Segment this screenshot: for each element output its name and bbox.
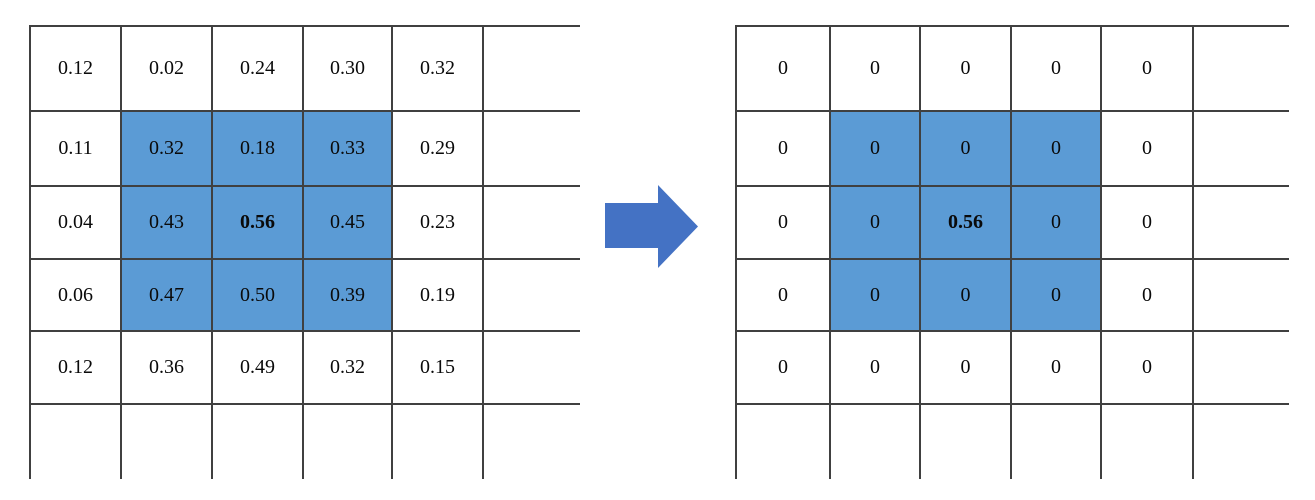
grid-cell: 0.39 xyxy=(304,260,393,332)
grid-cell: 0 xyxy=(1102,260,1194,332)
grid-cell: 0 xyxy=(1012,112,1102,187)
grid-cell xyxy=(484,260,580,332)
grid-cell: 0.36 xyxy=(122,332,213,405)
grid-cell: 0.47 xyxy=(122,260,213,332)
grid-cell: 0 xyxy=(1102,187,1194,260)
grid-cell: 0 xyxy=(1102,332,1194,405)
grid-cell: 0.19 xyxy=(393,260,484,332)
grid-cell: 0.32 xyxy=(393,27,484,112)
grid-cell xyxy=(484,27,580,112)
grid-cell xyxy=(304,405,393,479)
grid-cell: 0 xyxy=(737,112,831,187)
grid-cell: 0.32 xyxy=(304,332,393,405)
grid-cell xyxy=(1194,332,1289,405)
grid-cell: 0 xyxy=(921,260,1012,332)
grid-cell: 0.12 xyxy=(31,332,122,405)
grid-cell xyxy=(484,112,580,187)
grid-cell: 0 xyxy=(1102,112,1194,187)
grid-cell: 0.12 xyxy=(31,27,122,112)
grid-cell: 0 xyxy=(921,332,1012,405)
grid-cell: 0 xyxy=(1012,27,1102,112)
grid-cell xyxy=(1102,405,1194,479)
grid-cell: 0.04 xyxy=(31,187,122,260)
grid-cell xyxy=(393,405,484,479)
grid-cell: 0.06 xyxy=(31,260,122,332)
grid-cell: 0.56 xyxy=(213,187,304,260)
grid-cell xyxy=(122,405,213,479)
grid-cell xyxy=(213,405,304,479)
grid-cell: 0 xyxy=(921,27,1012,112)
grid-cell: 0.43 xyxy=(122,187,213,260)
grid-cell: 0.29 xyxy=(393,112,484,187)
grid-cell xyxy=(1012,405,1102,479)
grid-cell: 0.02 xyxy=(122,27,213,112)
grid-cell: 0.45 xyxy=(304,187,393,260)
grid-cell: 0 xyxy=(1012,187,1102,260)
grid-cell xyxy=(484,187,580,260)
grid-cell xyxy=(484,405,580,479)
grid-cell: 0 xyxy=(1012,260,1102,332)
grid-cell: 0.30 xyxy=(304,27,393,112)
grid-cell: 0 xyxy=(1102,27,1194,112)
grid-cell xyxy=(831,405,921,479)
grid-cell xyxy=(1194,260,1289,332)
grid-cell: 0 xyxy=(737,187,831,260)
grid-cell: 0 xyxy=(1012,332,1102,405)
grid-cell xyxy=(1194,405,1289,479)
grid-cell: 0.32 xyxy=(122,112,213,187)
grid-cell: 0 xyxy=(737,27,831,112)
grid-cell: 0 xyxy=(831,112,921,187)
grid-cell: 0.33 xyxy=(304,112,393,187)
right-arrow-icon xyxy=(605,185,698,268)
grid-cell: 0.49 xyxy=(213,332,304,405)
grid-cell: 0 xyxy=(831,260,921,332)
grid-cell: 0.18 xyxy=(213,112,304,187)
grid-cell xyxy=(737,405,831,479)
grid-cell xyxy=(31,405,122,479)
grid-cell xyxy=(1194,112,1289,187)
grid-cell: 0.56 xyxy=(921,187,1012,260)
grid-cell: 0.50 xyxy=(213,260,304,332)
grid-cell: 0.15 xyxy=(393,332,484,405)
grid-cell: 0 xyxy=(921,112,1012,187)
grid-cell xyxy=(921,405,1012,479)
grid-cell: 0.24 xyxy=(213,27,304,112)
grid-cell: 0.11 xyxy=(31,112,122,187)
grid-cell xyxy=(484,332,580,405)
grid-cell: 0.23 xyxy=(393,187,484,260)
grid-cell xyxy=(1194,27,1289,112)
grid-cell: 0 xyxy=(831,27,921,112)
grid-cell: 0 xyxy=(831,187,921,260)
grid-cell: 0 xyxy=(737,260,831,332)
grid-cell xyxy=(1194,187,1289,260)
grid-cell: 0 xyxy=(737,332,831,405)
grid-cell: 0 xyxy=(831,332,921,405)
